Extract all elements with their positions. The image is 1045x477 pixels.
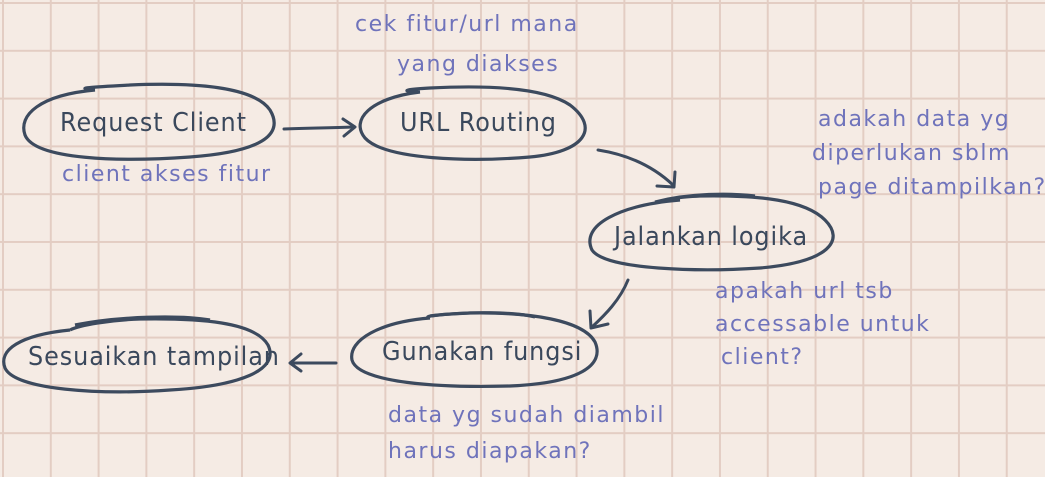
note-adakah-line1: adakah data yg (818, 107, 1011, 132)
node-url-routing-shape (358, 85, 587, 161)
arrow-routing-to-logika (596, 148, 677, 189)
node-gunakan-fungsi-shape (350, 311, 599, 388)
arrow-request-to-routing (282, 117, 357, 138)
node-sesuaikan-tampilan-label: Sesuaikan tampilan (28, 342, 280, 372)
note-apakah-line3: client? (721, 345, 804, 370)
note-cek-fitur-line1: cek fitur/url mana (355, 12, 579, 37)
node-request-client-label: Request Client (60, 108, 247, 138)
note-data-line2: harus diapakan? (388, 439, 592, 464)
node-gunakan-fungsi-label: Gunakan fungsi (382, 337, 583, 367)
note-adakah-line3: page ditampilkan? (818, 175, 1045, 200)
node-request-client-shape (22, 82, 276, 161)
note-cek-fitur: cek fitur/url mana yang diakses (355, 5, 579, 85)
note-data-line1: data yg sudah diambil (388, 403, 665, 428)
note-cek-fitur-line2: yang diakses (397, 52, 560, 77)
note-apakah-url: apakah url tsb accessable untuk client? (715, 275, 930, 374)
node-sesuaikan-tampilan-shape (2, 315, 272, 394)
note-adakah-data: adakah data yg diperlukan sblm page dita… (812, 103, 1045, 205)
note-adakah-line2: diperlukan sblm (812, 141, 1011, 166)
note-data-diambil: data yg sudah diambil harus diapakan? (388, 398, 665, 470)
note-client-akses: client akses fitur (62, 155, 272, 195)
note-apakah-line1: apakah url tsb (715, 279, 894, 304)
node-jalankan-logika-label: Jalankan logika (614, 222, 809, 252)
node-jalankan-logika-shape (588, 192, 835, 272)
note-apakah-line2: accessable untuk (715, 312, 931, 337)
arrow-fungsi-to-tampilan (288, 352, 338, 373)
node-url-routing-label: URL Routing (400, 108, 557, 138)
note-client-akses-line1: client akses fitur (62, 162, 272, 187)
arrow-logika-to-fungsi (588, 278, 630, 330)
